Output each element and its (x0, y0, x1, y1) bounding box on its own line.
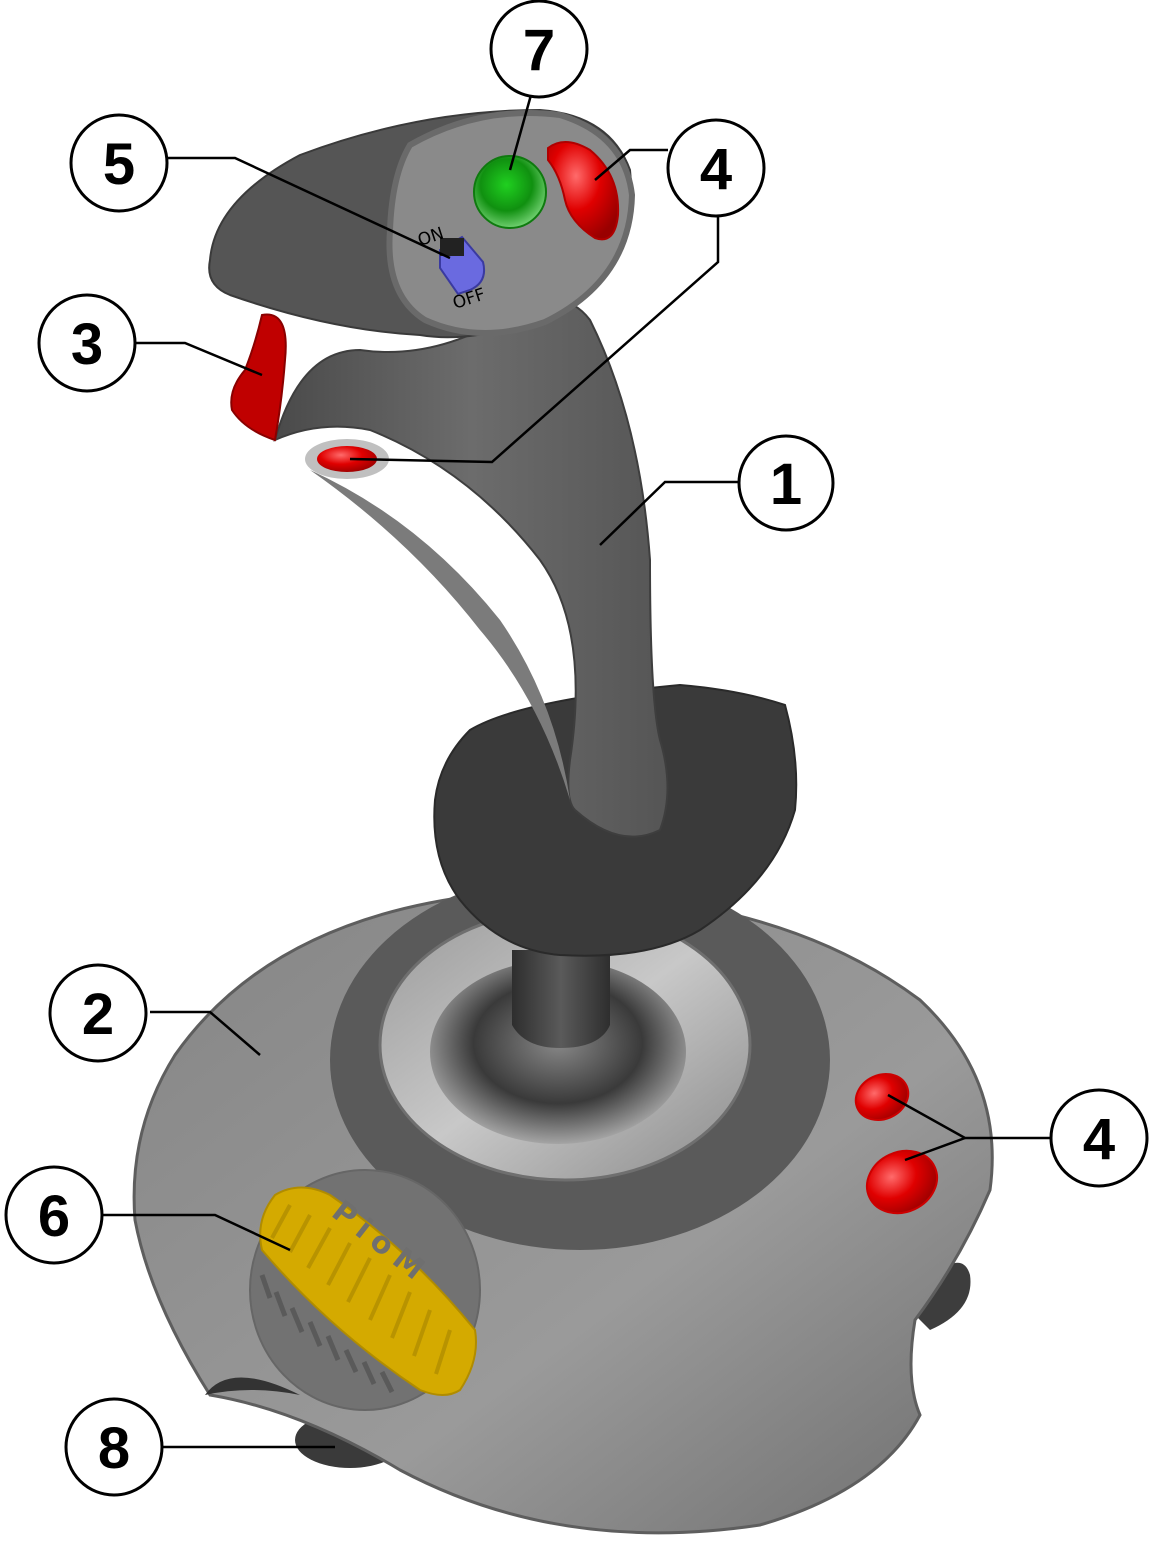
base-red-button-bottom[interactable] (857, 1140, 948, 1225)
callout-1-label: 1 (770, 452, 802, 517)
shaft (512, 950, 610, 1048)
top-red-button[interactable] (547, 141, 620, 241)
callout-4-base: 4 (1049, 1088, 1149, 1188)
leader-lines (102, 94, 1052, 1449)
callout-2: 2 (48, 963, 148, 1063)
leader-4c-2 (904, 1136, 966, 1162)
callout-2-label: 2 (82, 982, 114, 1047)
callout-3: 3 (37, 293, 137, 393)
callout-3-label: 3 (71, 312, 103, 377)
callout-1: 1 (737, 434, 835, 532)
leader-1 (599, 480, 738, 546)
base-undercut (205, 1377, 300, 1395)
callout-4-base-label: 4 (1083, 1107, 1115, 1172)
leader-5 (166, 156, 451, 260)
throttle-grip-marks (259, 1274, 395, 1394)
callout-7-label: 7 (523, 18, 555, 83)
throttle-ridges (270, 1204, 452, 1375)
leader-7 (508, 94, 533, 171)
on-off-switch[interactable]: ON OFF (415, 224, 488, 314)
callout-4-top: 4 (666, 118, 766, 218)
base-red-button-top[interactable] (848, 1066, 916, 1129)
leader-4b (349, 216, 720, 464)
leader-6 (102, 1213, 291, 1252)
trigger[interactable] (230, 313, 287, 442)
callout-6: 6 (4, 1165, 104, 1265)
throttle-wheel (259, 1186, 477, 1396)
leader-4a (594, 148, 668, 181)
switch-housing (440, 238, 464, 256)
callout-7: 7 (489, 0, 589, 99)
callout-4-top-label: 4 (700, 137, 732, 202)
callout-8-label: 8 (98, 1416, 130, 1481)
leader-3 (135, 341, 263, 377)
callout-5-label: 5 (103, 132, 135, 197)
joystick-handle: ON OFF (208, 108, 669, 838)
callout-5: 5 (69, 113, 169, 213)
callout-8: 8 (64, 1397, 164, 1497)
callout-6-label: 6 (38, 1184, 70, 1249)
leader-2 (150, 1010, 261, 1056)
green-button[interactable] (473, 155, 547, 229)
joystick-base: PioM (132, 870, 994, 1535)
thumb-red-button[interactable] (317, 446, 377, 472)
gimbal-bowl (430, 960, 686, 1144)
